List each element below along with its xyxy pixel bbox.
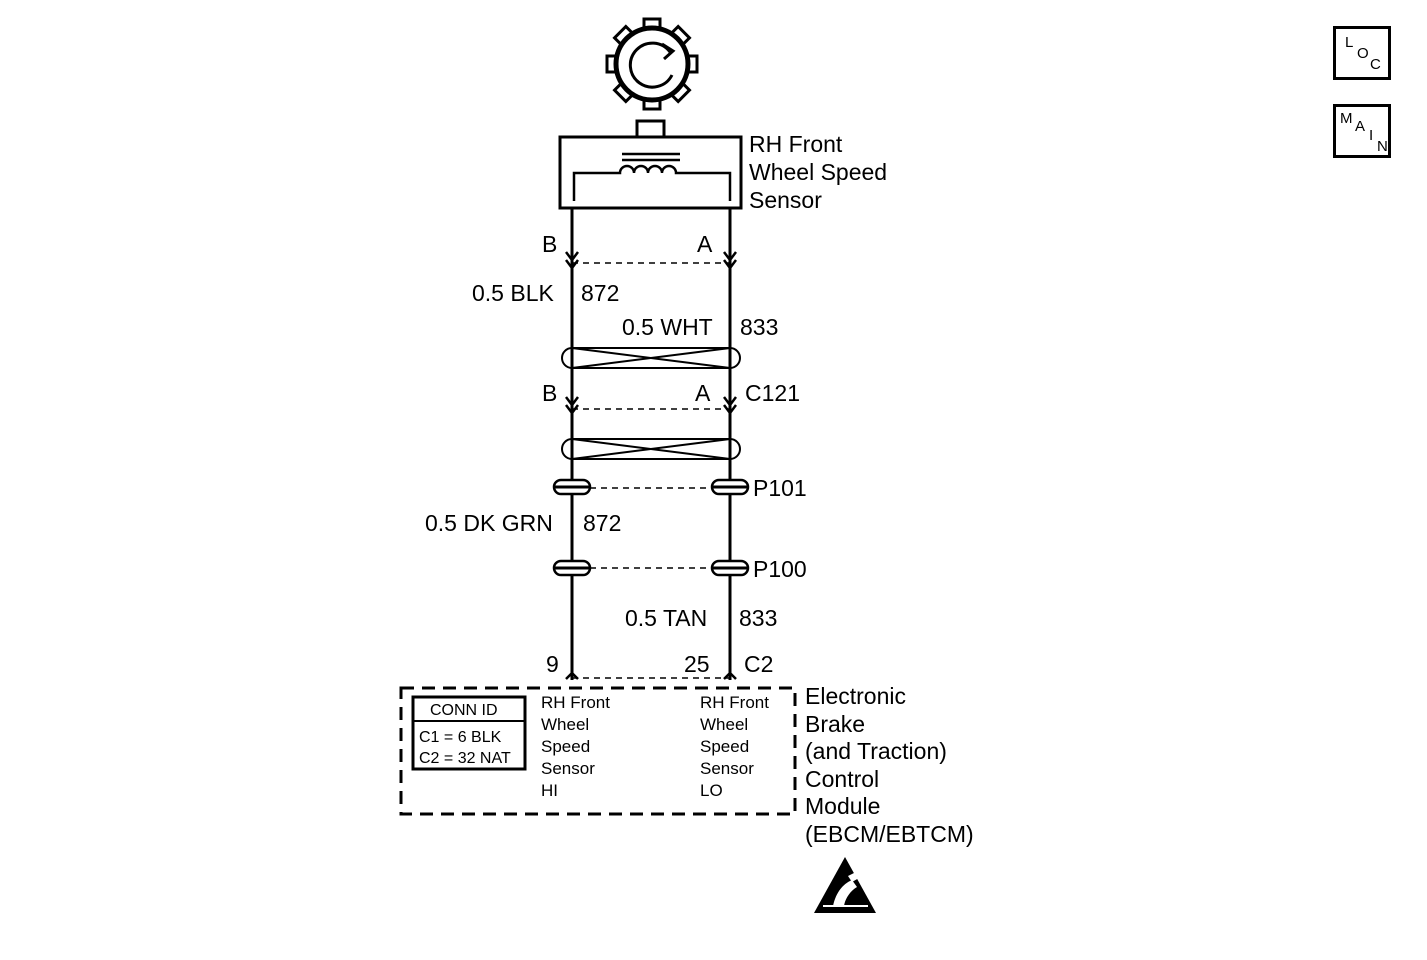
c121-pin-b: B bbox=[542, 380, 557, 406]
connector-c121 bbox=[565, 396, 737, 416]
wire-left-upper-size: 0.5 BLK bbox=[472, 280, 554, 306]
main-letter-n: N bbox=[1377, 138, 1388, 155]
module-pin-9: 9 bbox=[546, 651, 559, 677]
wire-left-upper-circuit: 872 bbox=[581, 280, 619, 306]
sensor-label: RH Front Wheel Speed Sensor bbox=[749, 131, 893, 213]
module-box bbox=[399, 686, 797, 816]
wire-right-upper-circuit: 833 bbox=[740, 314, 778, 340]
circuit-wires bbox=[570, 208, 732, 680]
loc-button[interactable]: L O C bbox=[1333, 26, 1391, 80]
sensor-pin-b: B bbox=[542, 231, 557, 257]
module-label: Electronic Brake (and Traction) Control … bbox=[805, 683, 974, 847]
splice-p101 bbox=[552, 478, 750, 496]
wire-left-middle-circuit: 872 bbox=[583, 510, 621, 536]
main-letter-a: A bbox=[1355, 118, 1366, 135]
main-letter-m: M bbox=[1340, 110, 1353, 127]
module-connector-c2 bbox=[565, 671, 737, 680]
conn-id-box bbox=[411, 695, 527, 771]
wire-left-middle-size: 0.5 DK GRN bbox=[425, 510, 553, 536]
loc-letter-c: C bbox=[1370, 56, 1381, 73]
main-letter-i: I bbox=[1369, 127, 1374, 144]
pickup-coil-icon bbox=[572, 152, 732, 201]
loc-letter-o: O bbox=[1357, 45, 1369, 62]
sensor-body bbox=[558, 119, 743, 210]
p100-label: P100 bbox=[753, 556, 807, 582]
c121-label: C121 bbox=[745, 380, 800, 406]
wire-right-lower-size: 0.5 TAN bbox=[625, 605, 707, 631]
module-connector-label: C2 bbox=[744, 651, 773, 677]
reluctor-wheel-icon bbox=[605, 17, 699, 111]
sensor-pin-a: A bbox=[697, 231, 713, 257]
wire-right-upper-size: 0.5 WHT bbox=[622, 314, 713, 340]
esd-warning-icon bbox=[814, 857, 876, 913]
module-input-lo: RH Front Wheel Speed Sensor LO bbox=[700, 693, 774, 800]
conn-id-row-c2: C2 = 32 NAT bbox=[419, 750, 511, 767]
module-pin-25: 25 bbox=[684, 651, 710, 677]
conn-id-row-c1: C1 = 6 BLK bbox=[419, 729, 502, 746]
module-input-hi: RH Front Wheel Speed Sensor HI bbox=[541, 693, 615, 800]
twisted-pair-lower bbox=[561, 438, 741, 460]
main-button[interactable]: M A I N bbox=[1333, 104, 1391, 158]
sensor-connector bbox=[565, 251, 737, 271]
wire-right-lower-circuit: 833 bbox=[739, 605, 777, 631]
p101-label: P101 bbox=[753, 475, 807, 501]
c121-pin-a: A bbox=[695, 380, 711, 406]
conn-id-title: CONN ID bbox=[430, 702, 498, 719]
loc-letter-l: L bbox=[1345, 34, 1354, 51]
twisted-pair-upper bbox=[561, 347, 741, 369]
splice-p100 bbox=[552, 559, 750, 577]
